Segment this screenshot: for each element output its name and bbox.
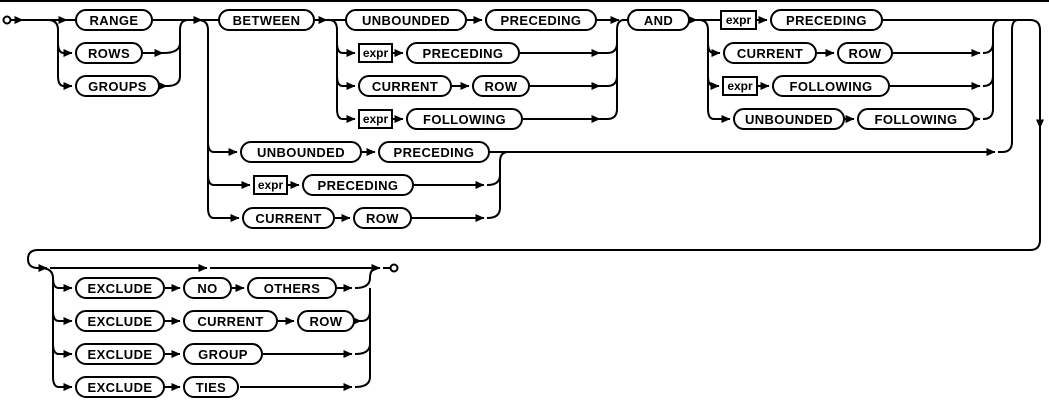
node-e1-others: OTHERS [247,277,337,299]
node-a3-following: FOLLOWING [772,75,890,97]
node-groups: GROUPS [75,75,160,97]
node-s1-unbounded: UNBOUNDED [240,141,362,163]
node-a4-unbounded: UNBOUNDED [733,108,845,130]
node-s2-preceding: PRECEDING [302,174,414,196]
node-b4-following: FOLLOWING [406,108,523,130]
end-circle [389,263,399,273]
top-border-line [0,0,1049,2]
node-e3-group: GROUP [183,343,263,365]
node-e3-exclude: EXCLUDE [75,343,165,365]
node-rows: ROWS [75,42,143,64]
node-s3-row: ROW [353,207,412,229]
node-e2-row: ROW [297,310,355,332]
node-b3-current: CURRENT [358,75,452,97]
node-a4-following: FOLLOWING [857,108,975,130]
node-b1-preceding: PRECEDING [485,9,597,31]
node-b3-row: ROW [472,75,530,97]
node-a2-row: ROW [837,42,893,64]
node-range: RANGE [75,9,153,31]
node-e1-no: NO [183,277,232,299]
node-between: BETWEEN [218,9,315,31]
node-e2-exclude: EXCLUDE [75,310,165,332]
node-a1-preceding: PRECEDING [770,9,883,31]
node-b1-unbounded: UNBOUNDED [345,9,467,31]
node-a2-current: CURRENT [723,42,817,64]
node-and: AND [627,9,690,31]
node-b2-expr: expr [358,43,393,63]
node-a3-expr: expr [722,76,758,96]
node-e1-exclude: EXCLUDE [75,277,165,299]
node-b4-expr: expr [358,109,393,129]
node-b2-preceding: PRECEDING [406,42,520,64]
start-circle [2,15,12,25]
node-s2-expr: expr [253,175,288,195]
node-e4-ties: TIES [183,376,239,398]
node-s1-preceding: PRECEDING [378,141,490,163]
node-a1-expr: expr [720,10,757,30]
node-e4-exclude: EXCLUDE [75,376,165,398]
node-e2-current: CURRENT [183,310,278,332]
node-s3-current: CURRENT [242,207,335,229]
